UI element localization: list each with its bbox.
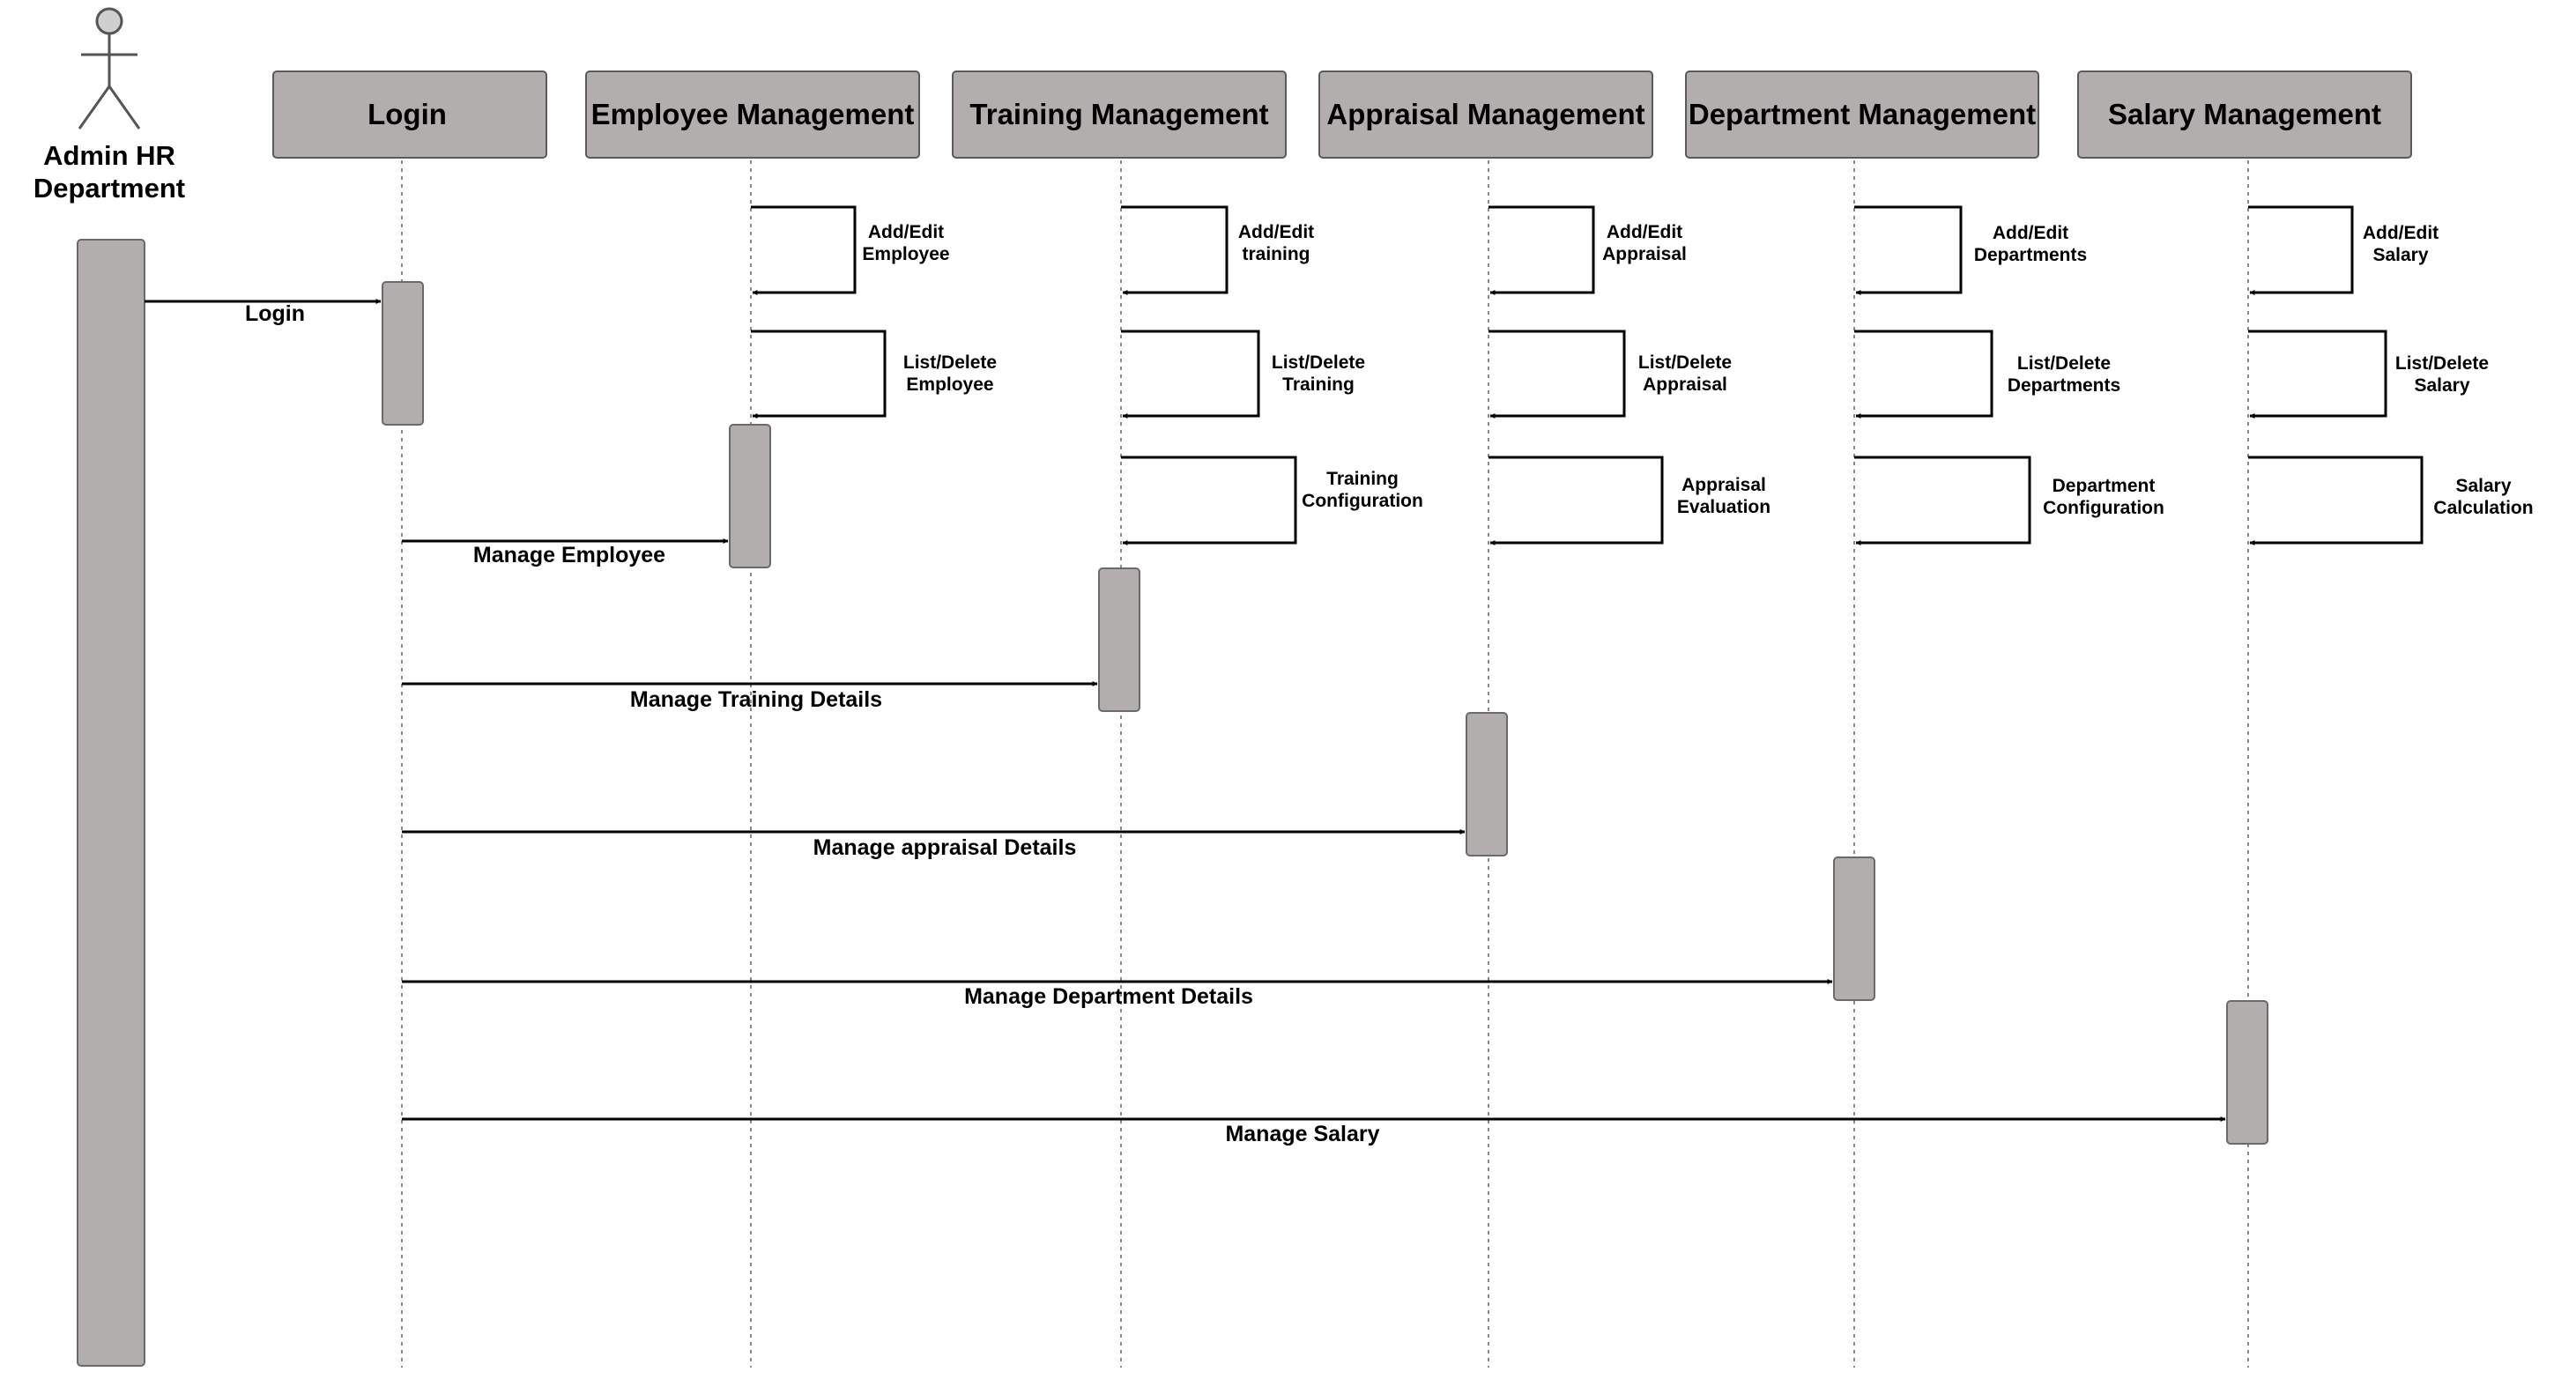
participant-label: Training Management xyxy=(969,98,1268,130)
participant-label: Department Management xyxy=(1689,98,2036,130)
self-message-appraisal-list-delete: List/Delete Appraisal xyxy=(1488,330,1732,419)
self-message-training-configuration: Training Configuration xyxy=(1121,456,1423,545)
message-manage-employee: Manage Employee xyxy=(402,538,729,567)
self-message-label: Salary xyxy=(2372,245,2428,265)
message-label: Login xyxy=(245,301,305,326)
participant-label: Login xyxy=(367,98,447,130)
self-message-department-list-delete: List/Delete Departments xyxy=(1854,330,2120,419)
self-message-label: Calculation xyxy=(2433,498,2533,518)
message-manage-salary: Manage Salary xyxy=(402,1116,2226,1146)
self-message-label: Training xyxy=(1282,374,1355,395)
participant-employee-management: Employee Management xyxy=(585,70,920,159)
self-message-department-add-edit: Add/Edit Departments xyxy=(1854,205,2087,295)
self-message-label: List/Delete xyxy=(2395,353,2489,374)
message-manage-department-details: Manage Department Details xyxy=(402,979,1833,1009)
message-manage-training-details: Manage Training Details xyxy=(402,681,1098,712)
message-manage-appraisal-details: Manage appraisal Details xyxy=(402,829,1466,860)
self-message-appraisal-add-edit: Add/Edit Appraisal xyxy=(1488,205,1687,295)
actor-name-line-1: Admin HR xyxy=(43,140,175,171)
participant-box xyxy=(1318,70,1653,159)
self-message-label: Department xyxy=(2053,476,2156,496)
self-message-employee-add-edit: Add/Edit Employee xyxy=(751,205,950,295)
self-message-label: Add/Edit xyxy=(1607,222,1682,242)
self-message-employee-list-delete: List/Delete Employee xyxy=(751,330,997,419)
self-message-label: Add/Edit xyxy=(868,222,944,242)
self-message-label: List/Delete xyxy=(1272,352,1365,373)
self-message-label: Evaluation xyxy=(1677,497,1771,517)
self-message-training-add-edit: Add/Edit training xyxy=(1121,205,1314,295)
participant-box xyxy=(1685,70,2039,159)
message-label: Manage Department Details xyxy=(964,984,1253,1009)
self-message-label: List/Delete xyxy=(2017,353,2111,374)
participant-box xyxy=(272,70,547,159)
actor-activation-bar xyxy=(77,239,145,1367)
participant-box xyxy=(2077,70,2412,159)
activation-appraisal-management xyxy=(1466,712,1508,856)
self-message-salary-calculation: Salary Calculation xyxy=(2248,456,2534,545)
self-message-label: training xyxy=(1243,244,1310,264)
participant-login: Login xyxy=(272,70,547,159)
self-message-label: List/Delete xyxy=(903,352,997,373)
activation-employee-management xyxy=(729,424,771,568)
participant-box xyxy=(952,70,1287,159)
self-message-salary-add-edit: Add/Edit Salary xyxy=(2248,205,2439,295)
actor-name-line-2: Department xyxy=(33,173,185,204)
message-label: Manage Employee xyxy=(473,543,665,567)
message-label: Manage Training Details xyxy=(630,687,882,712)
self-message-label: Departments xyxy=(2008,375,2120,396)
self-message-label: Salary xyxy=(2455,476,2511,496)
actor-admin-hr: Admin HR Department xyxy=(33,7,185,1367)
activation-salary-management xyxy=(2226,1000,2268,1145)
self-message-label: Employee xyxy=(862,244,949,264)
participant-label: Salary Management xyxy=(2108,98,2381,130)
self-message-label: Configuration xyxy=(2043,498,2164,518)
self-message-label: Configuration xyxy=(1302,491,1423,511)
activation-department-management xyxy=(1833,856,1875,1001)
self-message-salary-list-delete: List/Delete Salary xyxy=(2248,330,2489,419)
message-login: Login xyxy=(145,299,382,326)
self-message-training-list-delete: List/Delete Training xyxy=(1121,330,1365,419)
self-message-label: Training xyxy=(1326,469,1399,489)
self-message-label: Appraisal xyxy=(1602,244,1687,264)
participant-label: Appraisal Management xyxy=(1326,98,1644,130)
self-message-label: Departments xyxy=(1974,245,2087,265)
participant-training-management: Training Management xyxy=(952,70,1287,159)
participant-department-management: Department Management xyxy=(1685,70,2039,159)
message-label: Manage appraisal Details xyxy=(813,835,1077,860)
self-message-label: Add/Edit xyxy=(1993,223,2068,243)
participant-box xyxy=(585,70,920,159)
message-label: Manage Salary xyxy=(1225,1122,1379,1146)
activation-login xyxy=(382,281,424,426)
participant-label: Employee Management xyxy=(591,98,915,130)
self-message-label: List/Delete xyxy=(1638,352,1732,373)
self-message-label: Add/Edit xyxy=(1238,222,1314,242)
self-message-label: Employee xyxy=(906,374,993,395)
activation-training-management xyxy=(1098,567,1140,712)
self-message-label: Add/Edit xyxy=(2363,223,2439,243)
self-message-label: Salary xyxy=(2414,375,2469,396)
self-message-appraisal-evaluation: Appraisal Evaluation xyxy=(1488,456,1771,545)
participant-appraisal-management: Appraisal Management xyxy=(1318,70,1653,159)
participant-salary-management: Salary Management xyxy=(2077,70,2412,159)
stick-figure-icon xyxy=(78,7,141,130)
self-message-label: Appraisal xyxy=(1643,374,1727,395)
self-message-department-configuration: Department Configuration xyxy=(1854,456,2164,545)
self-message-label: Appraisal xyxy=(1681,475,1766,495)
